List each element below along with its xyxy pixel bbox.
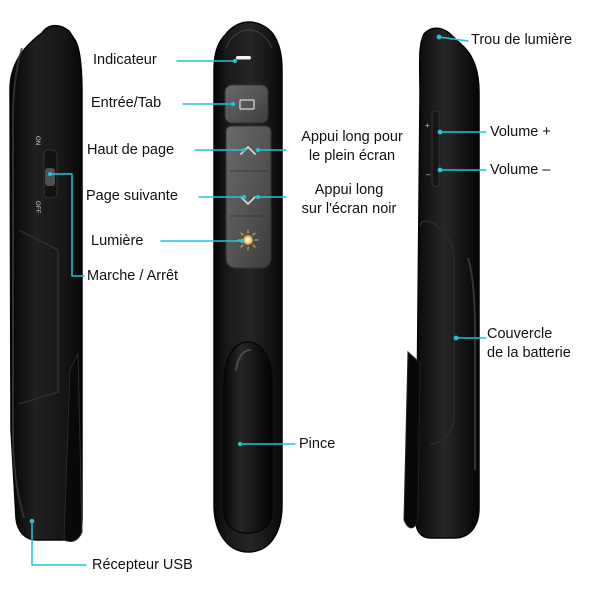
left-device-panel-line (18, 229, 59, 405)
center-front-device (213, 21, 283, 553)
page-down-arrow-icon (240, 196, 256, 205)
clip-label: Pince (299, 436, 336, 452)
page-up-label: Haut de page (87, 142, 175, 158)
center-indicator-led (236, 56, 251, 60)
power-callout-line (49, 173, 85, 277)
center-clip[interactable] (223, 341, 273, 534)
navigation-button-group[interactable] (225, 125, 272, 269)
enter-tab-icon (239, 99, 255, 110)
callout-lines (31, 36, 487, 566)
center-device-top-bevel (225, 29, 273, 49)
volume-up-label: Volume + (490, 124, 551, 140)
power-callout-dot (47, 171, 53, 177)
fullscreen-callout-dot (255, 147, 261, 153)
volume-down-label: Volume – (490, 162, 551, 178)
light-callout-dot (239, 238, 245, 244)
enter-tab-callout-dot (230, 101, 236, 107)
center-clip-highlight (235, 349, 251, 371)
right-device-back-panel (419, 220, 455, 446)
right-device-right-rail (467, 257, 476, 470)
indicator-callout-dot (232, 58, 238, 64)
black-screen-callout-dot (255, 194, 261, 200)
light-button-glow-icon (243, 235, 253, 245)
volume-plus-sign: + (425, 121, 430, 130)
page-up-callout-dot (241, 147, 247, 153)
light-hole-callout-line (438, 36, 469, 42)
left-device-side-highlight (12, 47, 25, 519)
black-screen-label: Appui long sur l'écran noir (301, 182, 397, 217)
light-hole-label: Trou de lumière (471, 32, 573, 48)
volume-minus-sign: – (426, 170, 431, 179)
light-label: Lumière (91, 233, 144, 249)
fullscreen-label: Appui long pour le plein écran (301, 129, 403, 164)
page-down-callout-dot (241, 194, 247, 200)
volume-button-strip[interactable] (431, 110, 440, 187)
clip-callout-dot (237, 441, 243, 447)
right-clip-left (403, 350, 421, 529)
switch-on-label: ON (34, 136, 40, 146)
right-device-body (415, 27, 480, 539)
left-power-switch-knob (45, 168, 55, 186)
power-label: Marche / Arrêt (87, 268, 179, 284)
switch-off-label: OFF (34, 201, 40, 214)
left-side-device (9, 24, 83, 542)
usb-receiver-label: Récepteur USB (92, 557, 193, 573)
light-button-rays-icon (237, 229, 259, 251)
battery-cover-label: Couvercle de la batterie (487, 326, 571, 361)
left-device-clip-edge (63, 352, 83, 542)
usb-callout-line (31, 520, 87, 566)
page-down-label: Page suivante (86, 188, 178, 204)
indicator-label: Indicateur (93, 52, 157, 68)
enter-tab-label: Entrée/Tab (91, 95, 162, 111)
right-side-device (403, 27, 480, 539)
